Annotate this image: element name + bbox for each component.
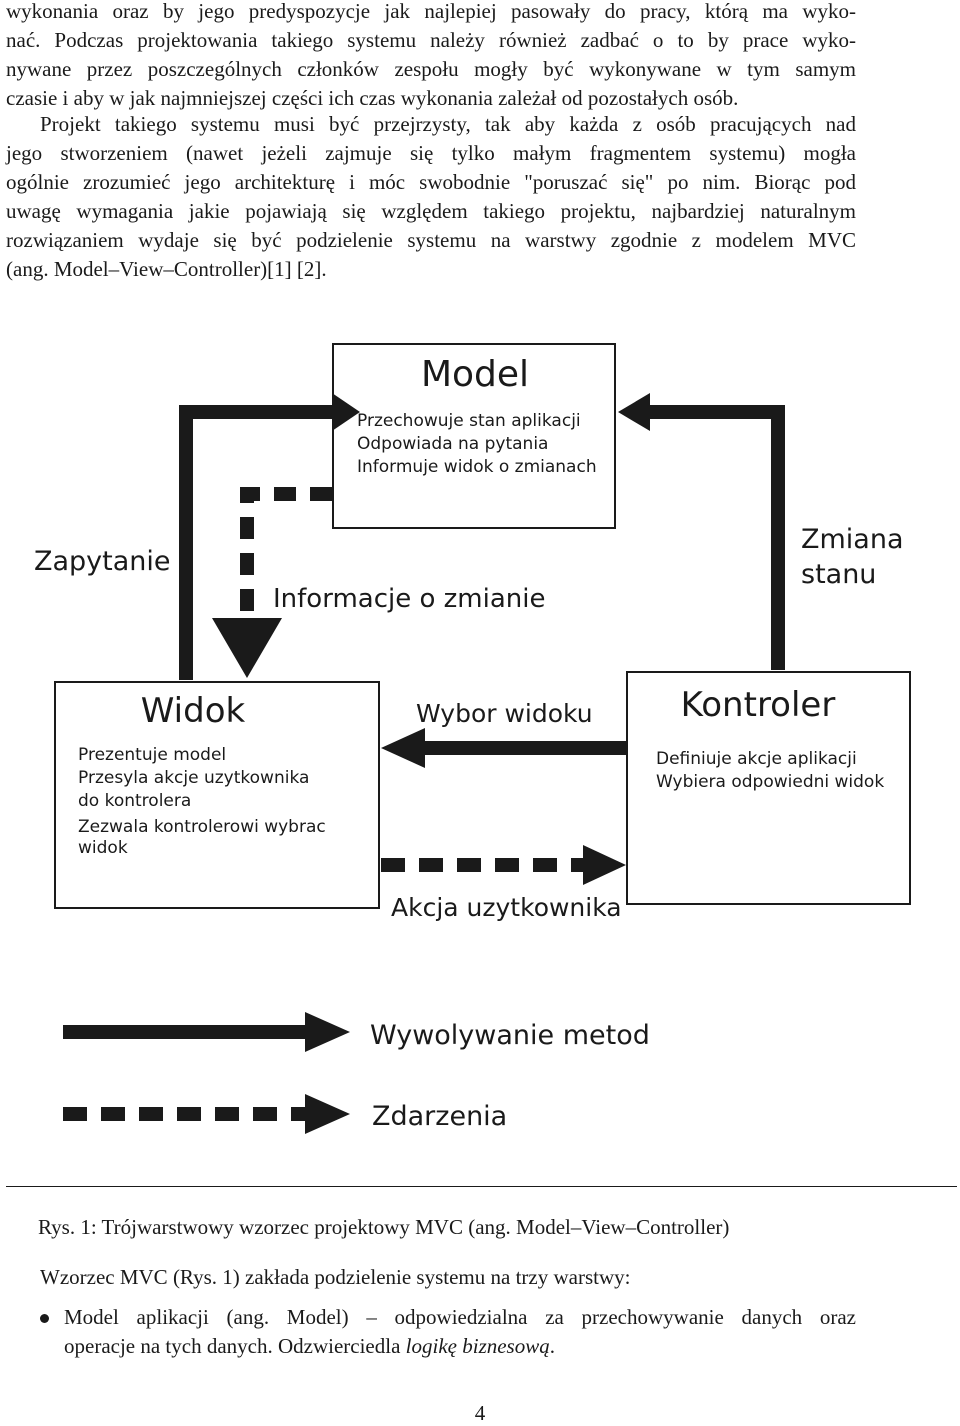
view-line: widok xyxy=(78,838,128,858)
paragraph-1-line: czasie i aby w jak najmniejszej części i… xyxy=(6,86,739,110)
user-action-arrowhead xyxy=(583,845,626,885)
paragraph-2-line: rozwiązaniem wydaje się być podzielenie … xyxy=(6,228,856,252)
legend-solid-arrowhead xyxy=(305,1012,350,1052)
query-label: Zapytanie xyxy=(34,546,171,577)
bullet-line: operacje na tych danych. Odzwierciedla l… xyxy=(64,1332,856,1361)
paragraph-1-line: nywane przez poszczególnych członków zes… xyxy=(6,57,856,81)
view-line: do kontrolera xyxy=(78,791,191,811)
legend-dashed-arrowhead xyxy=(305,1094,350,1134)
view-line: Przesyla akcje uzytkownika xyxy=(78,768,309,788)
paragraph-1-line: wykonania oraz by jego predyspozycje jak… xyxy=(6,0,856,23)
paragraph-2-line: ogólnie zrozumieć jego architekturę i mó… xyxy=(6,170,856,194)
user-action-label: Akcja uzytkownika xyxy=(391,893,622,922)
controller-box xyxy=(626,671,911,905)
change-info-label: Informacje o zmianie xyxy=(273,584,545,614)
view-box xyxy=(54,681,380,909)
model-line: Odpowiada na pytania xyxy=(357,434,548,454)
query-arrow xyxy=(179,405,332,680)
model-title: Model xyxy=(421,354,529,395)
change-info-dashed-arrow xyxy=(240,487,332,618)
state-change-arrowhead xyxy=(618,393,650,431)
paragraph-2: Projekt takiego systemu musi być przejrz… xyxy=(6,110,856,284)
view-title: Widok xyxy=(141,691,246,731)
intro-sentence: Wzorzec MVC (Rys. 1) zakłada podzielenie… xyxy=(40,1265,631,1289)
model-line: Przechowuje stan aplikacji xyxy=(357,411,581,431)
model-line: Informuje widok o zmianach xyxy=(357,457,597,477)
figure-caption: Rys. 1: Trójwarstwowy wzorzec projektowy… xyxy=(38,1215,730,1239)
paragraph-1: wykonania oraz by jego predyspozycje jak… xyxy=(6,0,856,113)
paragraph-2-line: Projekt takiego systemu musi być przejrz… xyxy=(40,112,856,136)
paragraph-2-line: jego stworzeniem (nawet jeżeli zajmuje s… xyxy=(6,141,856,165)
controller-title: Kontroler xyxy=(681,685,836,725)
query-arrowhead xyxy=(332,393,360,431)
legend-method-calls-label: Wywolywanie metod xyxy=(370,1020,650,1051)
view-line: Zezwala kontrolerowi wybrac xyxy=(78,817,326,837)
bullet-dot xyxy=(40,1314,49,1323)
view-select-label: Wybor widoku xyxy=(416,699,593,728)
controller-line: Wybiera odpowiedni widok xyxy=(656,772,884,792)
controller-line: Definiuje akcje aplikacji xyxy=(656,749,857,769)
legend-events-label: Zdarzenia xyxy=(372,1101,507,1132)
change-info-arrowhead xyxy=(212,618,282,678)
model-box xyxy=(332,343,616,529)
figure-rule xyxy=(6,1186,957,1187)
state-change-label: stanu xyxy=(801,559,876,590)
bullet-line-text: operacje na tych danych. Odzwierciedla xyxy=(64,1334,406,1358)
bullet-line-end: . xyxy=(549,1334,555,1358)
state-change-label: Zmiana xyxy=(801,524,904,555)
view-line: Prezentuje model xyxy=(78,745,226,765)
view-select-arrowhead xyxy=(381,728,425,768)
state-change-arrow xyxy=(650,405,785,670)
bullet-line: Model aplikacji (ang. Model) – odpowiedz… xyxy=(64,1305,856,1329)
paragraph-1-line: nać. Podczas projektowania takiego syste… xyxy=(6,28,856,52)
paragraph-2-line: (ang. Model–View–Controller)[1] [2]. xyxy=(6,257,327,281)
paragraph-2-line: uwagę wymagania jakie pojawiają się wzgl… xyxy=(6,199,856,223)
business-logic-emphasis: logikę biznesową xyxy=(405,1334,550,1358)
mvc-diagram: Model Przechowuje stan aplikacji Odpowia… xyxy=(34,343,911,1134)
page-number: 4 xyxy=(474,1401,486,1425)
